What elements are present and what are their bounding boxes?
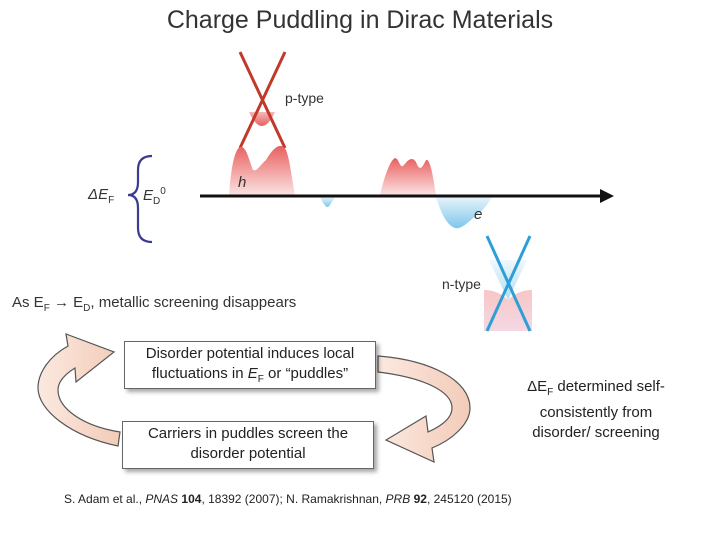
self-consistent-note: ΔEF determined self- consistently from d… [527,378,665,441]
p-type-label: p-type [285,90,324,106]
p-type-cone [238,51,287,149]
screening-statement: As EF → ED, metallic screening disappear… [12,294,297,314]
n-type-label: n-type [442,276,481,292]
puddle-formation-box: Disorder potential induces local fluctua… [124,341,376,389]
electron-label: e [474,206,483,223]
energy-axis [200,189,614,203]
energy-brace [127,154,153,244]
delta-ef-label: ΔEF [88,186,115,206]
right-cycle-arrow [377,355,471,464]
page-title: Charge Puddling in Dirac Materials [166,6,554,34]
left-cycle-arrow [37,333,121,447]
carrier-screening-box: Carriers in puddles screen the disorder … [122,421,374,469]
n-type-cone [484,235,532,332]
citation: S. Adam et al., PNAS 104, 18392 (2007); … [64,492,512,506]
hole-puddles [229,145,436,195]
ed0-label: ED0 [143,186,166,207]
electron-puddles [320,197,492,229]
hole-label: h [238,174,247,191]
